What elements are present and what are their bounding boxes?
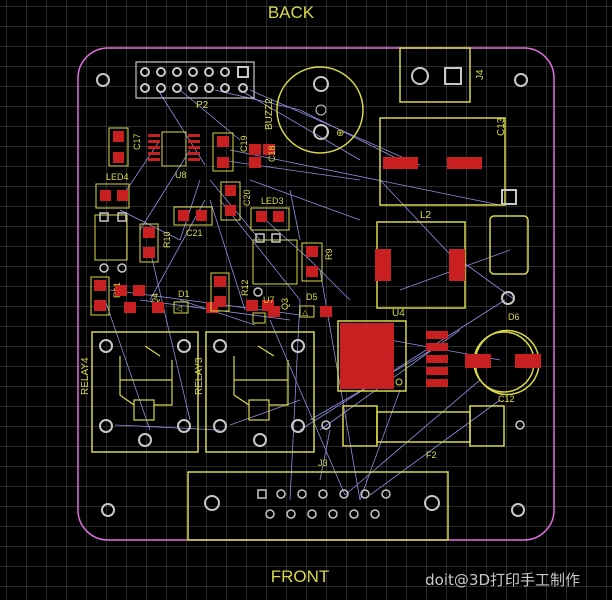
designator-q3: Q3 [280,298,290,310]
p2-header[interactable]: P2 [135,61,255,111]
designator-c21: C21 [186,228,203,238]
designator-l2: L2 [420,210,432,221]
designator-r9: R9 [324,248,334,260]
svg-text:△: △ [302,308,309,317]
ic-near-led3[interactable] [252,233,298,297]
label-front: FRONT [271,567,330,586]
diode-d1[interactable]: D1 ◁ [152,289,218,314]
svg-text:◁: ◁ [176,304,183,313]
mounting-holes [96,73,528,517]
designator-p2: P2 [196,100,209,111]
designator-relay4: RELAY4 [80,357,91,395]
buzzer-buzz2[interactable]: ⊕ BUZZ2 [264,66,364,154]
capacitor-c17[interactable]: C17 [108,127,142,167]
transistor-q4[interactable]: Q4 [115,285,160,313]
designator-c13: C13 [496,117,507,136]
designator-d6: D6 [508,312,520,322]
resistor-r12[interactable]: R12 [210,272,250,312]
capacitor-c20[interactable]: C20 [220,181,252,221]
regulator-u4[interactable]: U4 [337,308,448,392]
ic-u8[interactable]: U8 [148,131,200,180]
designator-u4: U4 [392,308,405,319]
connector-j3[interactable]: J3 [187,458,449,541]
capacitor-c18[interactable]: C18 [249,144,277,168]
designator-r12: R12 [240,279,250,296]
capacitor-c19[interactable]: C19 [212,132,249,172]
inductor-l2[interactable]: L2 [375,210,466,309]
designator-f2: F2 [426,450,437,460]
designator-relay3: RELAY3 [194,357,205,395]
designator-u8: U8 [175,170,187,180]
designator-j4: J4 [475,69,486,80]
ic-near-led4[interactable] [94,212,128,273]
connector-j4[interactable]: J4 [399,47,486,103]
watermark: doit@3D打印手工制作 [425,571,580,589]
led-led4[interactable]: LED4 [95,172,130,209]
designator-d1: D1 [178,289,190,299]
capacitor-c12[interactable]: C12 [465,329,541,405]
ic-u7[interactable]: U7 [246,295,275,324]
designator-c20: C20 [242,189,252,206]
label-back: BACK [268,3,315,22]
component-right-cap[interactable] [489,189,529,275]
designator-c12: C12 [498,394,515,404]
transistor-q3[interactable]: Q3 [280,298,290,310]
designator-d5: D5 [306,292,318,302]
designator-j3: J3 [318,458,328,468]
resistor-r9[interactable]: R9 [301,242,334,282]
relay-relay4[interactable]: RELAY4 [80,331,199,453]
fuse-f2[interactable]: F2 [321,405,525,460]
designator-c18: C18 [267,145,277,162]
designator-buzz2: BUZZ2 [264,98,275,130]
capacitor-c21[interactable]: C21 [173,206,213,238]
diode-d6[interactable]: D6 [501,291,520,322]
designator-q4: Q4 [150,293,160,305]
relay-relay3[interactable]: RELAY3 [194,331,315,453]
led-led3[interactable]: LED3 [250,196,290,231]
diode-d5[interactable]: D5 △ [268,292,332,318]
designator-led4: LED4 [106,172,129,182]
designator-c17: C17 [132,133,142,150]
svg-text:⊕: ⊕ [336,128,344,139]
resistor-r10[interactable]: R10 [139,223,172,263]
designator-c19: C19 [239,135,249,152]
designator-led3: LED3 [261,196,284,206]
designator-u7: U7 [263,295,275,305]
designator-r10: R10 [162,231,172,248]
